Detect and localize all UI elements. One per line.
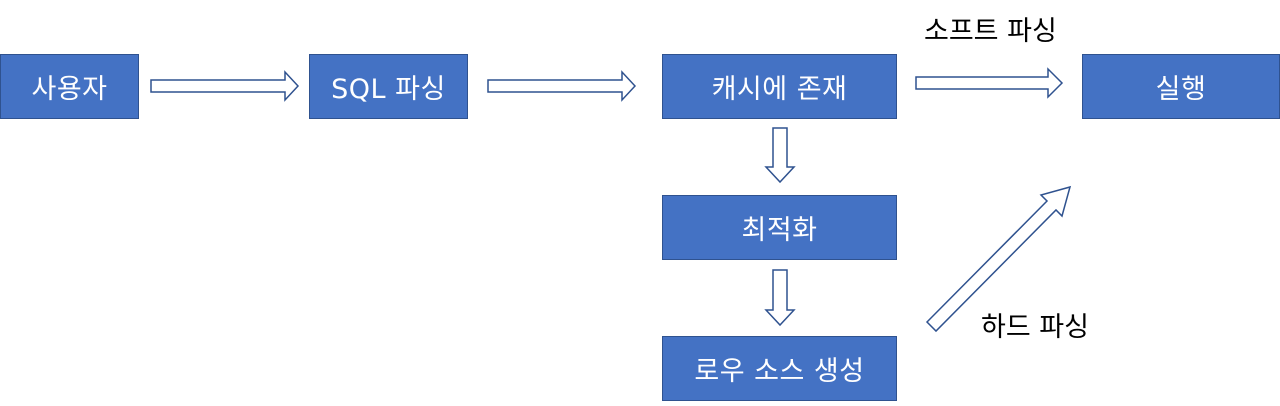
arrow-cache-to-optimize <box>764 127 796 184</box>
node-sql-parsing: SQL 파싱 <box>309 54 468 119</box>
arrow-row-source-to-execute <box>925 185 1072 333</box>
arrow-optimize-to-row-source <box>764 269 796 327</box>
node-execute-label: 실행 <box>1155 74 1207 105</box>
node-row-source-gen-label: 로우 소스 생성 <box>694 356 865 387</box>
node-user: 사용자 <box>0 54 139 119</box>
edge-label-hard-parse: 하드 파싱 <box>981 312 1089 343</box>
node-sql-parsing-label: SQL 파싱 <box>331 74 446 105</box>
arrow-sql-parsing-to-cache <box>487 70 637 102</box>
arrow-cache-to-execute <box>915 67 1064 99</box>
arrow-user-to-sql-parsing <box>150 70 300 102</box>
node-optimize-label: 최적화 <box>741 215 818 246</box>
node-optimize: 최적화 <box>662 195 897 260</box>
node-cache-exists: 캐시에 존재 <box>662 54 897 119</box>
edge-label-soft-parse: 소프트 파싱 <box>924 16 1057 47</box>
node-row-source-gen: 로우 소스 생성 <box>662 336 897 401</box>
node-user-label: 사용자 <box>31 74 108 105</box>
node-execute: 실행 <box>1082 54 1280 119</box>
node-cache-exists-label: 캐시에 존재 <box>711 74 848 105</box>
